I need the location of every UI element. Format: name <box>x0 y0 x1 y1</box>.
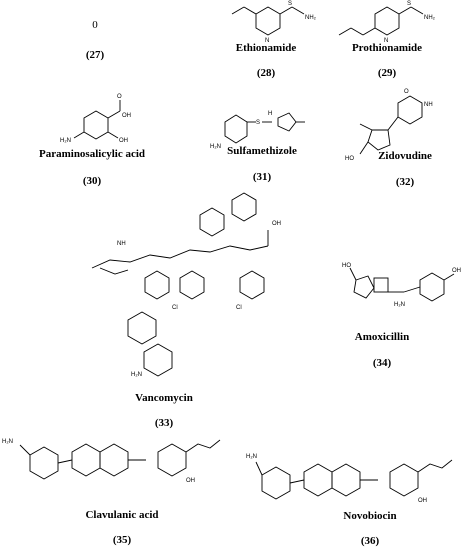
vancomycin-structure: NH OH Cl Cl H₂N <box>91 192 281 378</box>
clavulanic-structure: H₂N OH <box>2 439 221 484</box>
o-atom-label: O <box>117 94 122 100</box>
compound-30-number: (30) <box>82 175 102 187</box>
compound-32-number: (32) <box>395 176 415 188</box>
oh-atom-label: OH <box>272 221 281 227</box>
compound-36-name: Novobiocin <box>343 510 397 522</box>
compound-31-name: Sulfamethizole <box>227 145 297 157</box>
compound-33-name: Vancomycin <box>135 392 193 404</box>
prothionamide-structure: N S NH₂ <box>338 1 436 44</box>
compound-32-name: Zidovudine <box>378 150 432 162</box>
compound-34-name: Amoxicillin <box>354 331 410 343</box>
o-atom-label: O <box>404 89 409 95</box>
cl-atom-label: Cl <box>172 305 178 311</box>
ho-atom-label: HO <box>342 263 351 269</box>
compound-33-number: (33) <box>154 417 174 429</box>
cl-atom-label: Cl <box>236 305 242 311</box>
oh-atom-label: OH <box>186 478 195 484</box>
h2n-atom-label: H₂N <box>60 138 71 144</box>
compound-29-name: Prothionamide <box>351 42 423 54</box>
h2n-atom-label: H₂N <box>246 454 257 460</box>
s-atom-label: S <box>288 1 292 7</box>
compound-35-number: (35) <box>112 534 132 546</box>
oh-atom-label: OH <box>122 113 131 119</box>
compound-36-number: (36) <box>360 535 380 547</box>
oh-atom-label: OH <box>452 268 461 274</box>
paraminosalicylic-structure: OH O OH H₂N <box>60 94 131 144</box>
nh2-atom-label: NH₂ <box>424 15 436 21</box>
n-atom-label: N <box>384 38 388 44</box>
ethionamide-structure: N S NH₂ <box>231 1 317 44</box>
h2n-atom-label: H₂N <box>131 372 142 378</box>
n-atom-label: N <box>265 38 269 44</box>
h2n-atom-label: H₂N <box>394 302 405 308</box>
compound-27-label: 0 <box>92 19 98 31</box>
nh-atom-label: NH <box>117 241 126 247</box>
compound-27-number: (27) <box>85 49 105 61</box>
sulfamethizole-structure: S H H₂N <box>210 111 305 150</box>
compound-30-name: Paraminosalicylic acid <box>38 148 146 160</box>
ho-atom-label: HO <box>345 156 354 162</box>
nh-atom-label: NH <box>424 102 433 108</box>
compound-28-number: (28) <box>256 67 276 79</box>
compound-31-number: (31) <box>252 171 272 183</box>
h2n-atom-label: H₂N <box>2 439 13 445</box>
oh-atom-label: OH <box>119 138 128 144</box>
hn-atom-label: H <box>268 111 272 117</box>
s-atom-label: S <box>407 1 411 7</box>
h2n-atom-label: H₂N <box>210 144 221 150</box>
amoxicillin-structure: HO OH H₂N <box>342 263 461 308</box>
oh-atom-label: OH <box>418 498 427 504</box>
compound-35-name: Clavulanic acid <box>85 509 159 521</box>
nh2-atom-label: NH₂ <box>305 15 317 21</box>
compound-34-number: (34) <box>372 357 392 369</box>
compound-28-name: Ethionamide <box>235 42 297 54</box>
zidovudine-structure: O NH HO <box>345 89 433 162</box>
novobiocin-structure: H₂N OH <box>246 454 453 504</box>
compound-29-number: (29) <box>377 67 397 79</box>
s-atom-label: S <box>256 120 260 126</box>
